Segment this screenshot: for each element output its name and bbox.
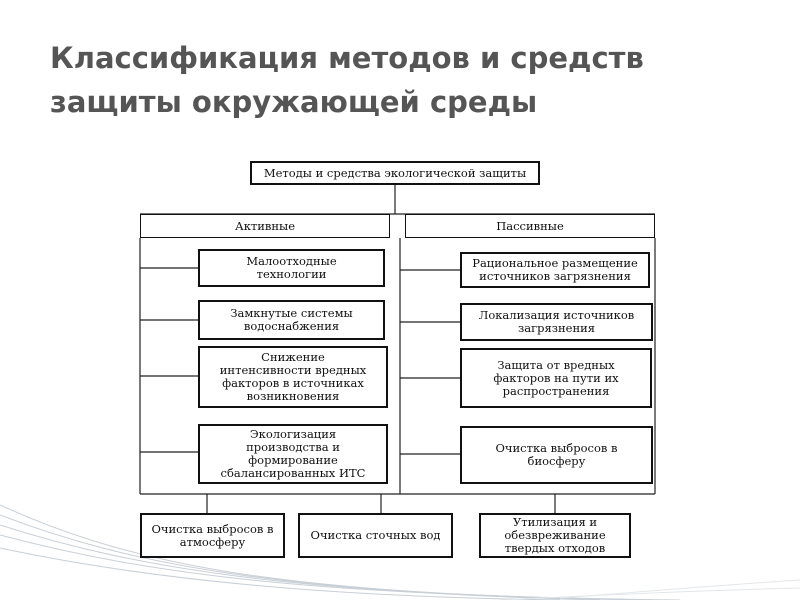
output-box-solid-waste: Утилизация и обезвреживание твердых отхо… — [479, 513, 631, 558]
passive-item-label: Рациональное размещение источников загря… — [472, 256, 638, 283]
passive-item-label: Локализация источников загрязнения — [478, 308, 635, 335]
output-box-atmosphere: Очистка выбросов в атмосферу — [140, 513, 285, 558]
active-item-label: Малоотходные технологии — [246, 254, 337, 281]
passive-item-box: Локализация источников загрязнения — [460, 303, 653, 341]
active-heading-box: Активные — [140, 214, 390, 238]
active-item-label: Снижение интенсивности вредных факторов … — [219, 350, 367, 403]
passive-heading-label: Пассивные — [496, 218, 564, 233]
slide-title-line-2: защиты окружающей среды — [50, 85, 538, 119]
output-label: Очистка сточных вод — [310, 528, 441, 542]
active-item-box: Экологизация производства и формирование… — [198, 424, 388, 484]
passive-item-label: Очистка выбросов в биосферу — [495, 441, 618, 468]
active-heading-label: Активные — [234, 218, 296, 233]
active-item-label: Замкнутые системы водоснабжения — [230, 306, 353, 333]
active-item-box: Замкнутые системы водоснабжения — [198, 300, 385, 340]
passive-item-box: Защита от вредных факторов на пути их ра… — [460, 348, 652, 408]
active-item-box: Малоотходные технологии — [198, 249, 385, 287]
slide-title-line-1: Классификация методов и средств — [50, 41, 644, 75]
passive-item-label: Защита от вредных факторов на пути их ра… — [493, 357, 619, 398]
active-item-label: Экологизация производства и формирование… — [220, 427, 366, 480]
active-item-box: Снижение интенсивности вредных факторов … — [198, 346, 388, 408]
passive-item-box: Рациональное размещение источников загря… — [460, 252, 650, 288]
passive-item-box: Очистка выбросов в биосферу — [460, 426, 653, 484]
passive-heading-box: Пассивные — [405, 214, 655, 238]
output-label: Очистка выбросов в атмосферу — [151, 521, 274, 549]
output-label: Утилизация и обезвреживание твердых отхо… — [504, 515, 606, 555]
root-label: Методы и средства экологической защиты — [263, 165, 527, 180]
slide-title: Классификация методов и средств защиты о… — [50, 36, 770, 124]
root-box: Методы и средства экологической защиты — [250, 161, 540, 185]
output-box-wastewater: Очистка сточных вод — [298, 513, 453, 558]
